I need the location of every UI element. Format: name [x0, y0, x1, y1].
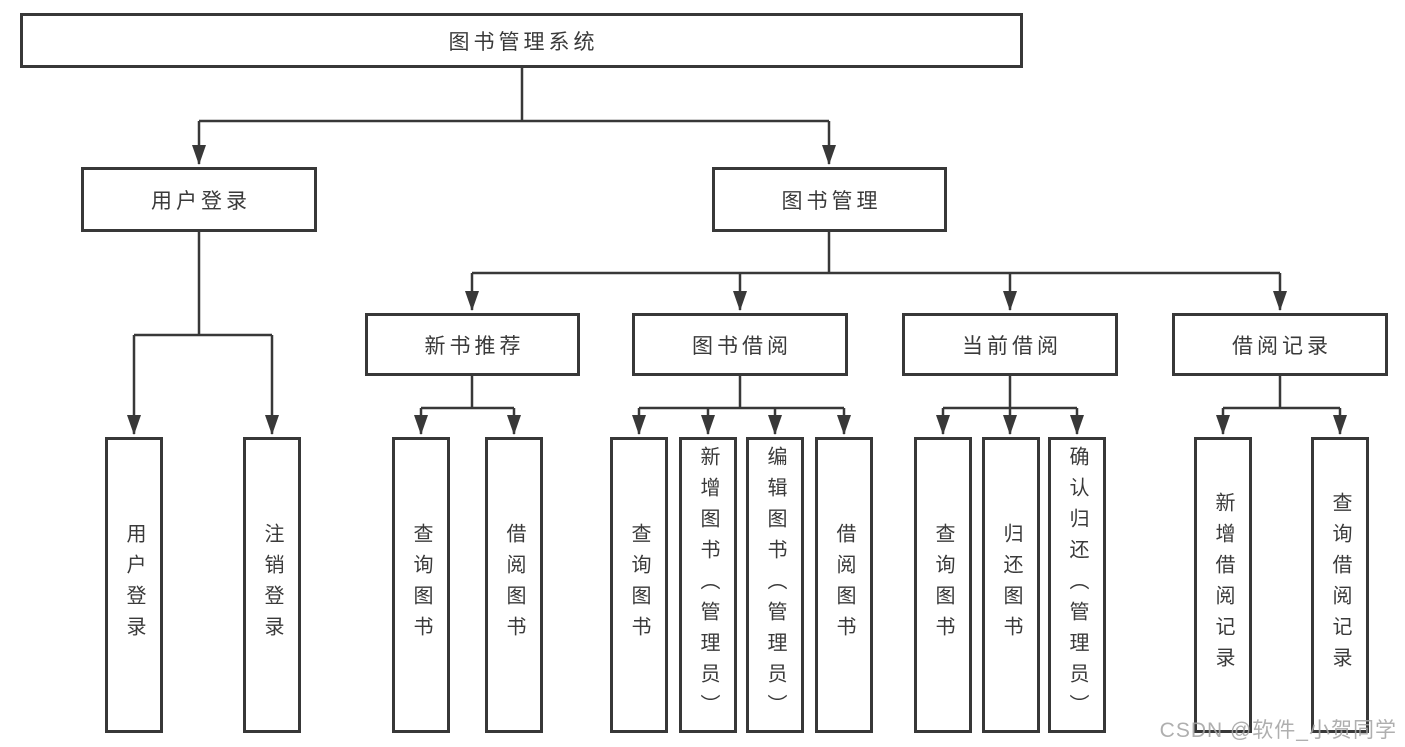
node-label: 确认归还（管理员） [1066, 445, 1088, 725]
node-label: 查询图书 [628, 523, 650, 647]
node-book-borrowing: 图书借阅 [632, 313, 848, 376]
node-label: 归还图书 [1000, 523, 1022, 647]
leaf-query-borrow-record: 查询借阅记录 [1311, 437, 1369, 733]
node-label: 新增图书（管理员） [697, 445, 719, 725]
node-label: 用户登录 [123, 523, 145, 647]
node-label: 编辑图书（管理员） [764, 445, 786, 725]
node-current-borrowing: 当前借阅 [902, 313, 1118, 376]
node-label: 当前借阅 [962, 334, 1062, 358]
node-label: 查询图书 [932, 523, 954, 647]
leaf-query-books-current: 查询图书 [914, 437, 972, 733]
leaf-return-books: 归还图书 [982, 437, 1040, 733]
leaf-edit-books-admin: 编辑图书（管理员） [746, 437, 804, 733]
leaf-logout-login: 注销登录 [243, 437, 301, 733]
node-label: 新书推荐 [424, 334, 525, 358]
leaf-query-books-borrowing: 查询图书 [610, 437, 668, 733]
node-label: 借阅图书 [503, 523, 525, 647]
node-label: 用户登录 [151, 189, 251, 213]
leaf-user-login: 用户登录 [105, 437, 163, 733]
csdn-watermark: CSDN @软件_小贺同学 [1159, 719, 1397, 742]
node-new-book-recommend: 新书推荐 [365, 313, 580, 376]
node-label: 图书管理系统 [448, 30, 599, 54]
node-user-login: 用户登录 [81, 167, 317, 232]
node-library-management-system: 图书管理系统 [20, 13, 1023, 68]
node-label: 借阅图书 [833, 523, 855, 647]
node-label: 注销登录 [261, 523, 283, 647]
node-label: 图书管理 [781, 189, 882, 213]
leaf-confirm-return-admin: 确认归还（管理员） [1048, 437, 1106, 733]
node-label: 新增借阅记录 [1212, 492, 1234, 678]
leaf-add-borrow-record: 新增借阅记录 [1194, 437, 1252, 733]
leaf-add-books-admin: 新增图书（管理员） [679, 437, 737, 733]
node-label: 图书借阅 [692, 334, 792, 358]
node-label: 查询图书 [410, 523, 432, 647]
node-label: 查询借阅记录 [1329, 492, 1351, 678]
node-book-management: 图书管理 [712, 167, 947, 232]
leaf-borrow-books-recommend: 借阅图书 [485, 437, 543, 733]
node-borrow-records: 借阅记录 [1172, 313, 1388, 376]
leaf-borrow-books: 借阅图书 [815, 437, 873, 733]
node-label: 借阅记录 [1232, 334, 1332, 358]
leaf-query-books-recommend: 查询图书 [392, 437, 450, 733]
